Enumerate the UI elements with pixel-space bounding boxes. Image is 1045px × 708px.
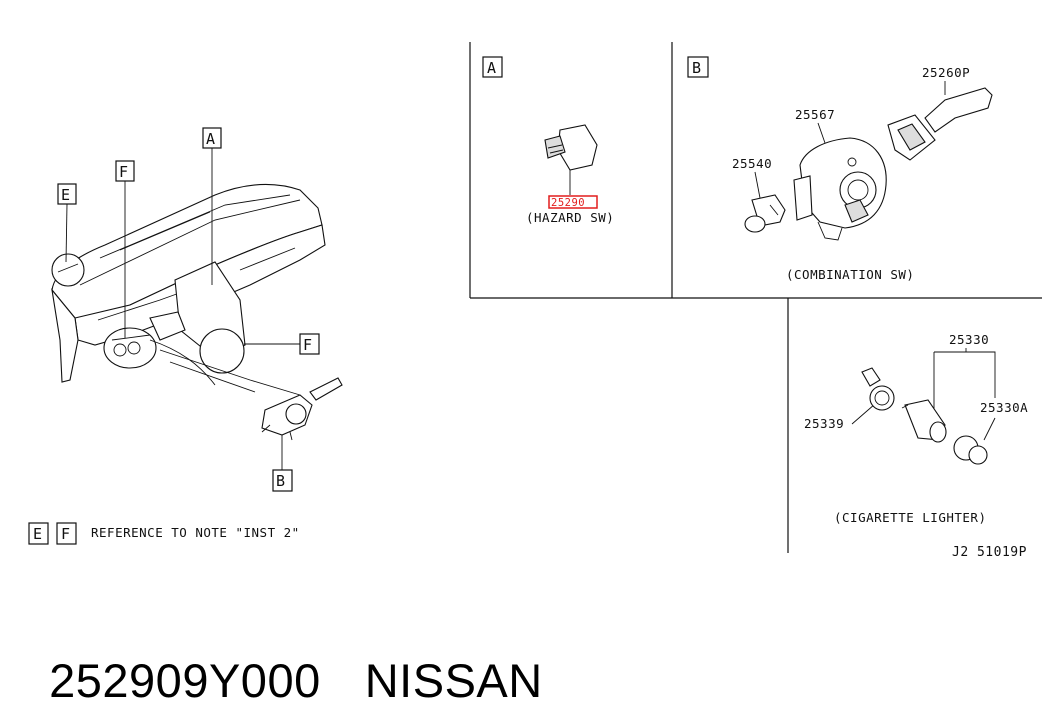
part-25260p-label: 25260P <box>922 65 970 80</box>
panel-frames <box>469 42 1042 553</box>
note-box-f: F <box>61 525 70 543</box>
highlight-box <box>548 195 598 209</box>
part-25339-label: 25339 <box>804 416 844 431</box>
callout-b-label: B <box>276 472 285 490</box>
panel-b: B 25260P 25567 25540 (COMBINA <box>687 56 993 282</box>
clock-spring-drawing <box>793 137 887 241</box>
wiper-switch-drawing <box>887 87 993 161</box>
callout-b: B <box>272 435 293 492</box>
lighter-socket-drawing <box>901 399 947 443</box>
parts-diagram: E F A F B A 25290 (HAZARD SW) <box>28 42 1042 560</box>
panel-b-box-label: B <box>692 59 701 77</box>
lighter-ring-drawing <box>861 367 895 411</box>
switch-25540-drawing <box>744 194 786 233</box>
callout-e-label: E <box>61 186 70 204</box>
note-box-e: E <box>33 525 42 543</box>
callout-f-right: F <box>244 333 320 355</box>
part-25540-label: 25540 <box>732 156 772 171</box>
diagram-id: J2 51019P <box>952 545 1027 560</box>
hazard-switch-drawing <box>544 124 598 195</box>
hazard-sw-part-number: 25290 <box>551 197 585 209</box>
panel-c: 25330 25339 25330A (CIGARETTE LIGHTER) <box>804 332 1028 525</box>
combination-sw-caption: (COMBINATION SW) <box>786 267 914 282</box>
cigarette-lighter-caption: (CIGARETTE LIGHTER) <box>834 510 987 525</box>
part-code: 252909Y000 <box>49 654 321 707</box>
callout-a: A <box>202 127 222 285</box>
part-25330a-label: 25330A <box>980 400 1028 415</box>
callout-a-label: A <box>206 130 215 148</box>
part-25330-label: 25330 <box>949 332 989 347</box>
brand-name: NISSAN <box>364 654 543 707</box>
callout-f-right-label: F <box>303 336 312 354</box>
callout-f-top-label: F <box>119 163 128 181</box>
panel-a-box-label: A <box>487 59 496 77</box>
panel-a: A 25290 (HAZARD SW) <box>482 56 614 225</box>
callout-f-top: F <box>115 160 135 338</box>
callout-e: E <box>57 183 77 263</box>
hazard-sw-caption: (HAZARD SW) <box>526 210 614 225</box>
reference-note: E F REFERENCE TO NOTE "INST 2" <box>28 522 300 545</box>
part-25567-label: 25567 <box>795 107 835 122</box>
dashboard-illustration <box>51 184 343 441</box>
lighter-plug-drawing <box>953 435 988 465</box>
note-text: REFERENCE TO NOTE "INST 2" <box>91 525 300 540</box>
part-title: 252909Y000 NISSAN <box>22 598 543 708</box>
